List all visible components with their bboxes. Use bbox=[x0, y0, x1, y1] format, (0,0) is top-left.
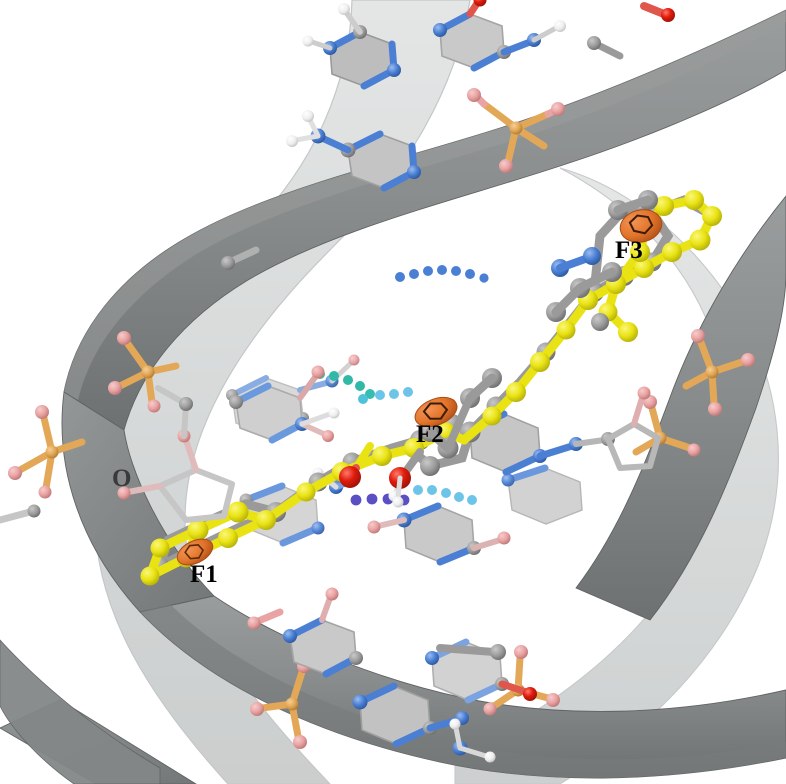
left-sugar-backbone bbox=[117, 385, 235, 523]
amine-group bbox=[449, 718, 496, 763]
base-pair-right bbox=[501, 464, 583, 525]
phosphate-group bbox=[682, 329, 755, 416]
hbond-cyan-chain-lower bbox=[413, 485, 477, 505]
bottom-nucleobases bbox=[247, 587, 537, 763]
nucleobase bbox=[367, 502, 511, 566]
edge-bond-stub bbox=[0, 504, 41, 524]
aromatic-ring-marker-f2 bbox=[414, 396, 458, 428]
ligand-heteroatoms bbox=[420, 190, 658, 459]
hbond-cyan-chain-upper bbox=[375, 387, 413, 400]
sugar-bond-stub bbox=[587, 36, 624, 60]
label-f3: F3 bbox=[615, 237, 643, 264]
ligand-oxygens bbox=[339, 442, 424, 508]
phosphate-oxygen-stub bbox=[247, 608, 284, 630]
aromatic-ring-marker-f3 bbox=[619, 209, 663, 243]
nucleobase bbox=[229, 365, 340, 444]
aromatic-ring-markers bbox=[176, 209, 663, 566]
hbond-blue-chain-top bbox=[395, 265, 489, 283]
oxygen-atom bbox=[339, 466, 361, 488]
label-f1: F1 bbox=[190, 561, 218, 588]
label-f2: F2 bbox=[416, 421, 444, 448]
phosphate-groups bbox=[8, 2, 755, 749]
phosphate-group bbox=[108, 331, 180, 413]
nucleobase bbox=[352, 682, 469, 748]
sugar-bond-stub bbox=[436, 644, 506, 660]
mid-nucleobases bbox=[229, 365, 661, 566]
top-nucleobases bbox=[221, 0, 624, 270]
phosphate-group bbox=[8, 405, 86, 499]
label-oxygen-clipped: O bbox=[112, 465, 132, 492]
nucleobase bbox=[302, 3, 401, 90]
aromatic-ring-marker-f1 bbox=[176, 538, 214, 566]
sugar-bond-stub bbox=[221, 246, 260, 270]
nucleobase bbox=[286, 110, 421, 192]
nucleobase bbox=[433, 0, 566, 72]
phosphate-group bbox=[467, 88, 565, 173]
phosphate-oxygen-stub bbox=[640, 2, 675, 22]
nucleobase bbox=[283, 587, 363, 678]
